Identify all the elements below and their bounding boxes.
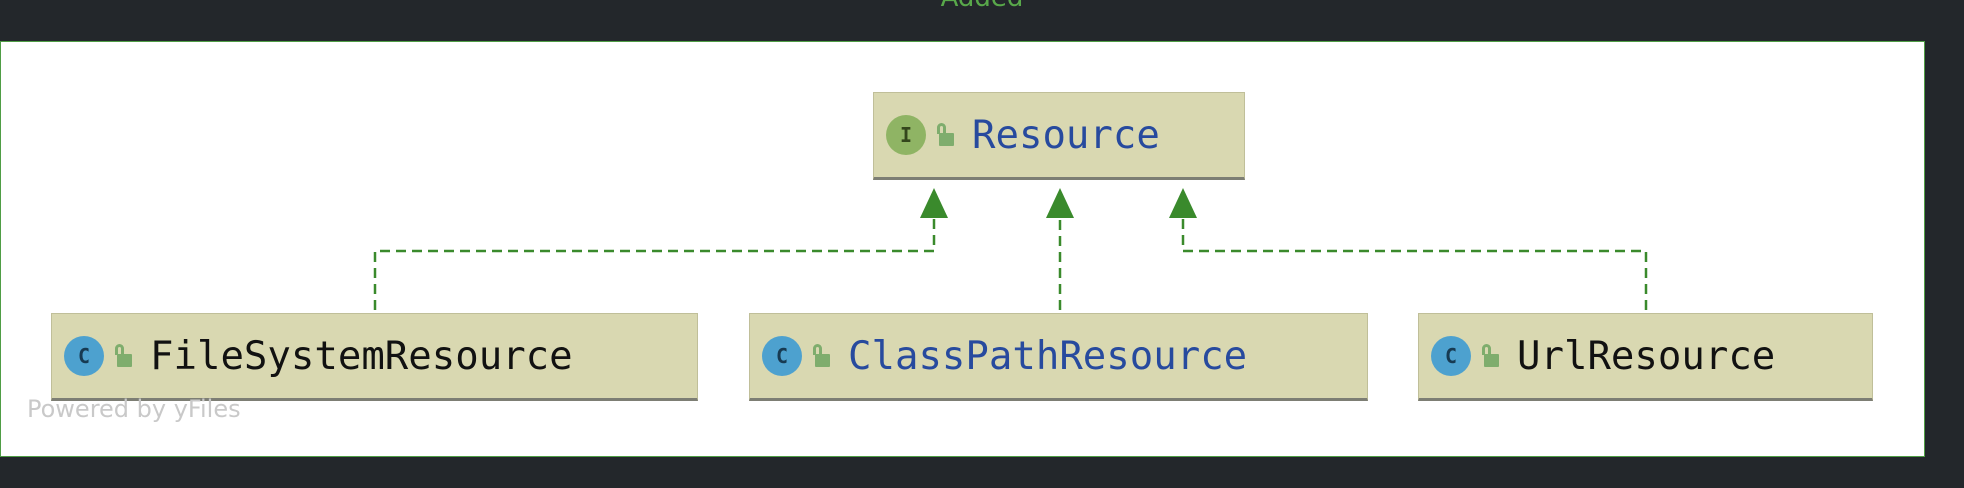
unlocked-icon: [1481, 344, 1499, 368]
unlocked-icon: [114, 344, 132, 368]
class-icon: C: [1431, 336, 1471, 376]
edge-url-to-resource: [1169, 188, 1648, 310]
node-label-filesystem-resource: FileSystemResource: [150, 333, 573, 379]
diagram-canvas[interactable]: I Resource C FileSystemResource C ClassP…: [0, 41, 1925, 457]
node-icons: C: [64, 336, 132, 376]
class-icon: C: [64, 336, 104, 376]
unlocked-icon: [936, 123, 954, 147]
status-label: Added: [0, 0, 1964, 13]
node-icons: I: [886, 115, 954, 155]
edge-classpath-to-resource: [1046, 188, 1074, 310]
node-icons: C: [1431, 336, 1499, 376]
class-icon: C: [762, 336, 802, 376]
node-icons: C: [762, 336, 830, 376]
node-url-resource[interactable]: C UrlResource: [1418, 313, 1873, 401]
edges-layer: [373, 188, 1648, 310]
watermark: Powered by yFiles: [27, 395, 241, 423]
node-label-resource: Resource: [972, 112, 1160, 158]
node-resource[interactable]: I Resource: [873, 92, 1245, 180]
unlocked-icon: [812, 344, 830, 368]
interface-icon: I: [886, 115, 926, 155]
node-filesystem-resource[interactable]: C FileSystemResource: [51, 313, 698, 401]
node-classpath-resource[interactable]: C ClassPathResource: [749, 313, 1368, 401]
edge-filesystem-to-resource: [373, 188, 948, 310]
node-label-url-resource: UrlResource: [1517, 333, 1776, 379]
node-label-classpath-resource: ClassPathResource: [848, 333, 1248, 379]
